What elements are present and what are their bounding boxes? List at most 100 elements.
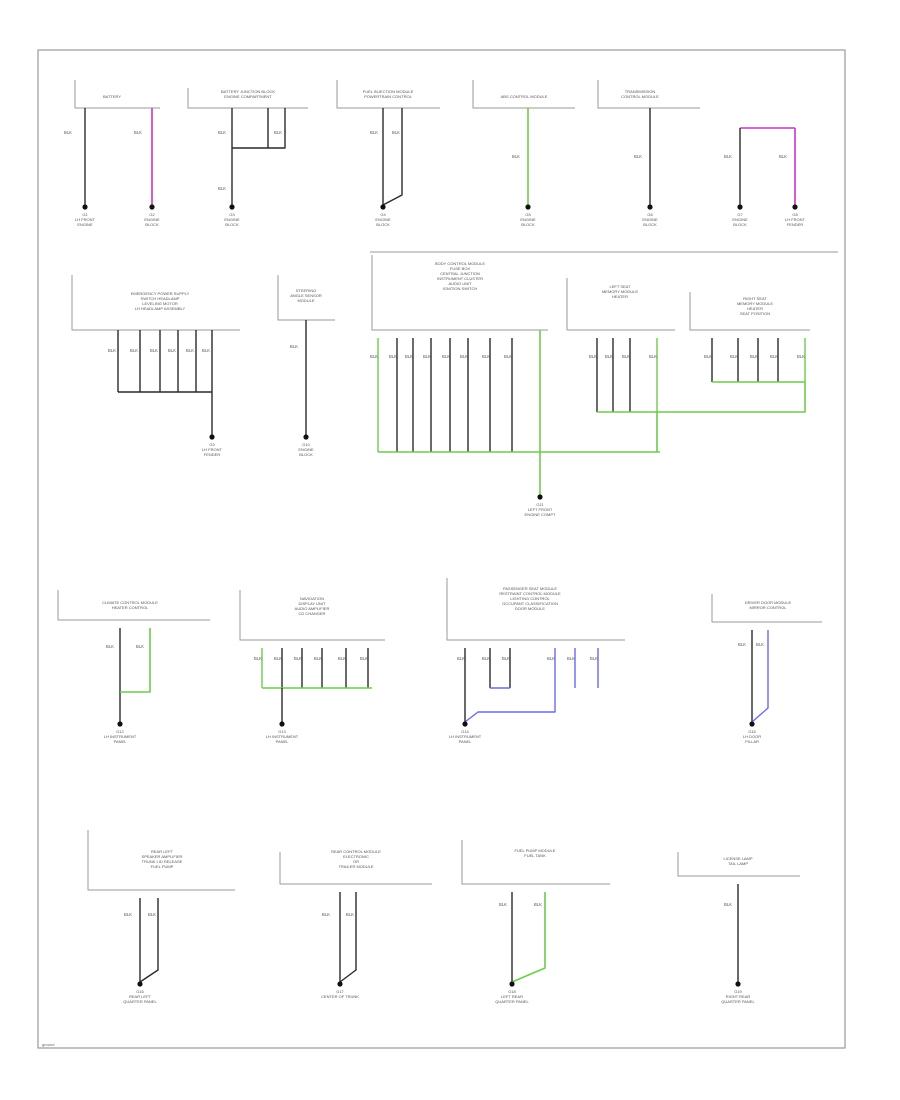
- rightseat-frame: [689, 292, 810, 331]
- wire-color-label: BLK: [389, 354, 397, 359]
- wire-color-label: BLK: [504, 354, 512, 359]
- wire-color-label: BLK: [724, 154, 732, 159]
- ground-terminal: [209, 434, 215, 440]
- wire-color-label: BLK: [589, 354, 597, 359]
- component-title-line: RIGHT SEAT: [743, 296, 767, 301]
- wire-color-label: BLK: [779, 154, 787, 159]
- ground-location-label: BLOCK: [376, 222, 390, 227]
- license-frame: [677, 852, 800, 877]
- ground-location-label: G10: [302, 442, 310, 447]
- component-title-line: PASSENGER SEAT MODULE: [503, 586, 557, 591]
- component-title-line: SWITCH HEADLAMP: [141, 296, 180, 301]
- wire-color-label: BLK: [590, 656, 598, 661]
- component-title-line: DRIVER DOOR MODULE: [745, 600, 792, 605]
- ground-location-label: LEFT FRONT: [528, 507, 553, 512]
- wire-color-label: BLK: [360, 656, 368, 661]
- ground-location-label: CENTER OF TRUNK: [321, 994, 359, 999]
- component-title-line: MIRROR CONTROL: [750, 605, 788, 610]
- component-title-line: REAR LEFT: [151, 849, 174, 854]
- component-title-line: ANGLE SENSOR: [290, 293, 322, 298]
- component-title-line: LIGHTING CONTROL: [510, 596, 550, 601]
- component-title-line: FUEL PUMP: [151, 864, 174, 869]
- wire-color-label: BLK: [482, 656, 490, 661]
- ground-location-label: G15: [748, 729, 756, 734]
- component-title-line: RESTRAINT CONTROL MODULE: [499, 591, 561, 596]
- ground-location-label: G17: [336, 989, 344, 994]
- passenger-link-b: [464, 688, 556, 723]
- wire-color-label: BLK: [218, 186, 226, 191]
- component-title-line: POWERTRAIN CONTROL: [364, 94, 412, 99]
- wire-color-label: BLK: [724, 902, 732, 907]
- component-title-line: BODY CONTROL MODULE: [435, 261, 485, 266]
- component-title-line: LEFT SEAT: [610, 284, 632, 289]
- ground-terminal: [117, 721, 123, 727]
- ground-terminal: [82, 204, 88, 210]
- component-title-line: CLIMATE CONTROL MODULE: [102, 600, 158, 605]
- wire-color-label: BLK: [254, 656, 262, 661]
- component-title-line: MEMORY MODULE: [737, 301, 773, 306]
- ground-terminal: [509, 981, 515, 987]
- component-title-line: TRAILER MODULE: [338, 864, 373, 869]
- fuelpump-frame: [461, 840, 610, 885]
- wire-color-label: BLK: [567, 656, 575, 661]
- ground-terminal: [792, 204, 798, 210]
- wire-color-label: BLK: [370, 130, 378, 135]
- ground-terminal: [647, 204, 653, 210]
- ground-location-label: PILLAR: [745, 739, 759, 744]
- wire-color-label: BLK: [186, 348, 194, 353]
- ground-location-label: ENGINE: [375, 217, 391, 222]
- ground-location-label: G14: [461, 729, 469, 734]
- component-title-line: BATTERY JUNCTION BLOCK: [221, 89, 275, 94]
- ground-location-label: G18: [508, 989, 516, 994]
- footer-label: ground: [42, 1042, 54, 1047]
- wire-color-label: BLK: [797, 354, 805, 359]
- wire-color-label: BLK: [750, 354, 758, 359]
- wire-color-label: BLK: [730, 354, 738, 359]
- ground-terminal: [735, 981, 741, 987]
- wire-color-label: BLK: [634, 154, 642, 159]
- ground-location-label: FENDER: [787, 222, 804, 227]
- wire-color-label: BLK: [108, 348, 116, 353]
- ground-terminal: [462, 721, 468, 727]
- wire-color-label: BLK: [534, 902, 542, 907]
- ground-location-label: PANEL: [114, 739, 128, 744]
- ground-terminal: [229, 204, 235, 210]
- component-title-line: EMERGENCY POWER SUPPLY: [131, 291, 190, 296]
- wire-color-label: BLK: [202, 348, 210, 353]
- wire-color-label: BLK: [649, 354, 657, 359]
- ground-location-label: BLOCK: [299, 452, 313, 457]
- component-title-line: CENTRAL JUNCTION: [440, 271, 480, 276]
- rearcontrol-wire-2: [339, 892, 357, 983]
- wire-color-label: BLK: [322, 912, 330, 917]
- wire-color-label: BLK: [770, 354, 778, 359]
- wire-color-label: BLK: [502, 656, 510, 661]
- climate-wire-2: [120, 628, 151, 693]
- fuelpump-wire-2: [511, 892, 546, 983]
- ground-location-label: QUARTER PANEL: [721, 999, 755, 1004]
- component-title-line: CONTROL MODULE: [621, 94, 659, 99]
- wire-color-label: BLK: [168, 348, 176, 353]
- ground-location-label: G11: [536, 502, 544, 507]
- wire-color-label: BLK: [136, 644, 144, 649]
- ground-terminal: [137, 981, 143, 987]
- ground-location-label: ENGINE COMPT: [525, 512, 556, 517]
- rearleft-frame: [87, 830, 235, 891]
- ground-terminal: [303, 434, 309, 440]
- ground-location-label: ENGINE: [732, 217, 748, 222]
- component-title-line: STEERING: [296, 288, 316, 293]
- component-title-line: ENGINE COMPARTMENT: [224, 94, 272, 99]
- wire-color-label: BLK: [605, 354, 613, 359]
- ground-location-label: BLOCK: [643, 222, 657, 227]
- component-title-line: AUDIO UNIT: [448, 281, 472, 286]
- ground-location-label: G16: [136, 989, 144, 994]
- ground-location-label: ENGINE: [642, 217, 658, 222]
- component-title-line: SPEAKER AMPLIFIER: [142, 854, 183, 859]
- ground-location-label: LEFT REAR: [501, 994, 523, 999]
- component-title-line: SEAT POSITION: [740, 311, 770, 316]
- ground-location-label: G19: [734, 989, 742, 994]
- passenger-frame: [446, 578, 625, 641]
- ground-location-label: PANEL: [276, 739, 290, 744]
- wire-color-label: BLK: [338, 656, 346, 661]
- ground-location-label: G9: [209, 442, 215, 447]
